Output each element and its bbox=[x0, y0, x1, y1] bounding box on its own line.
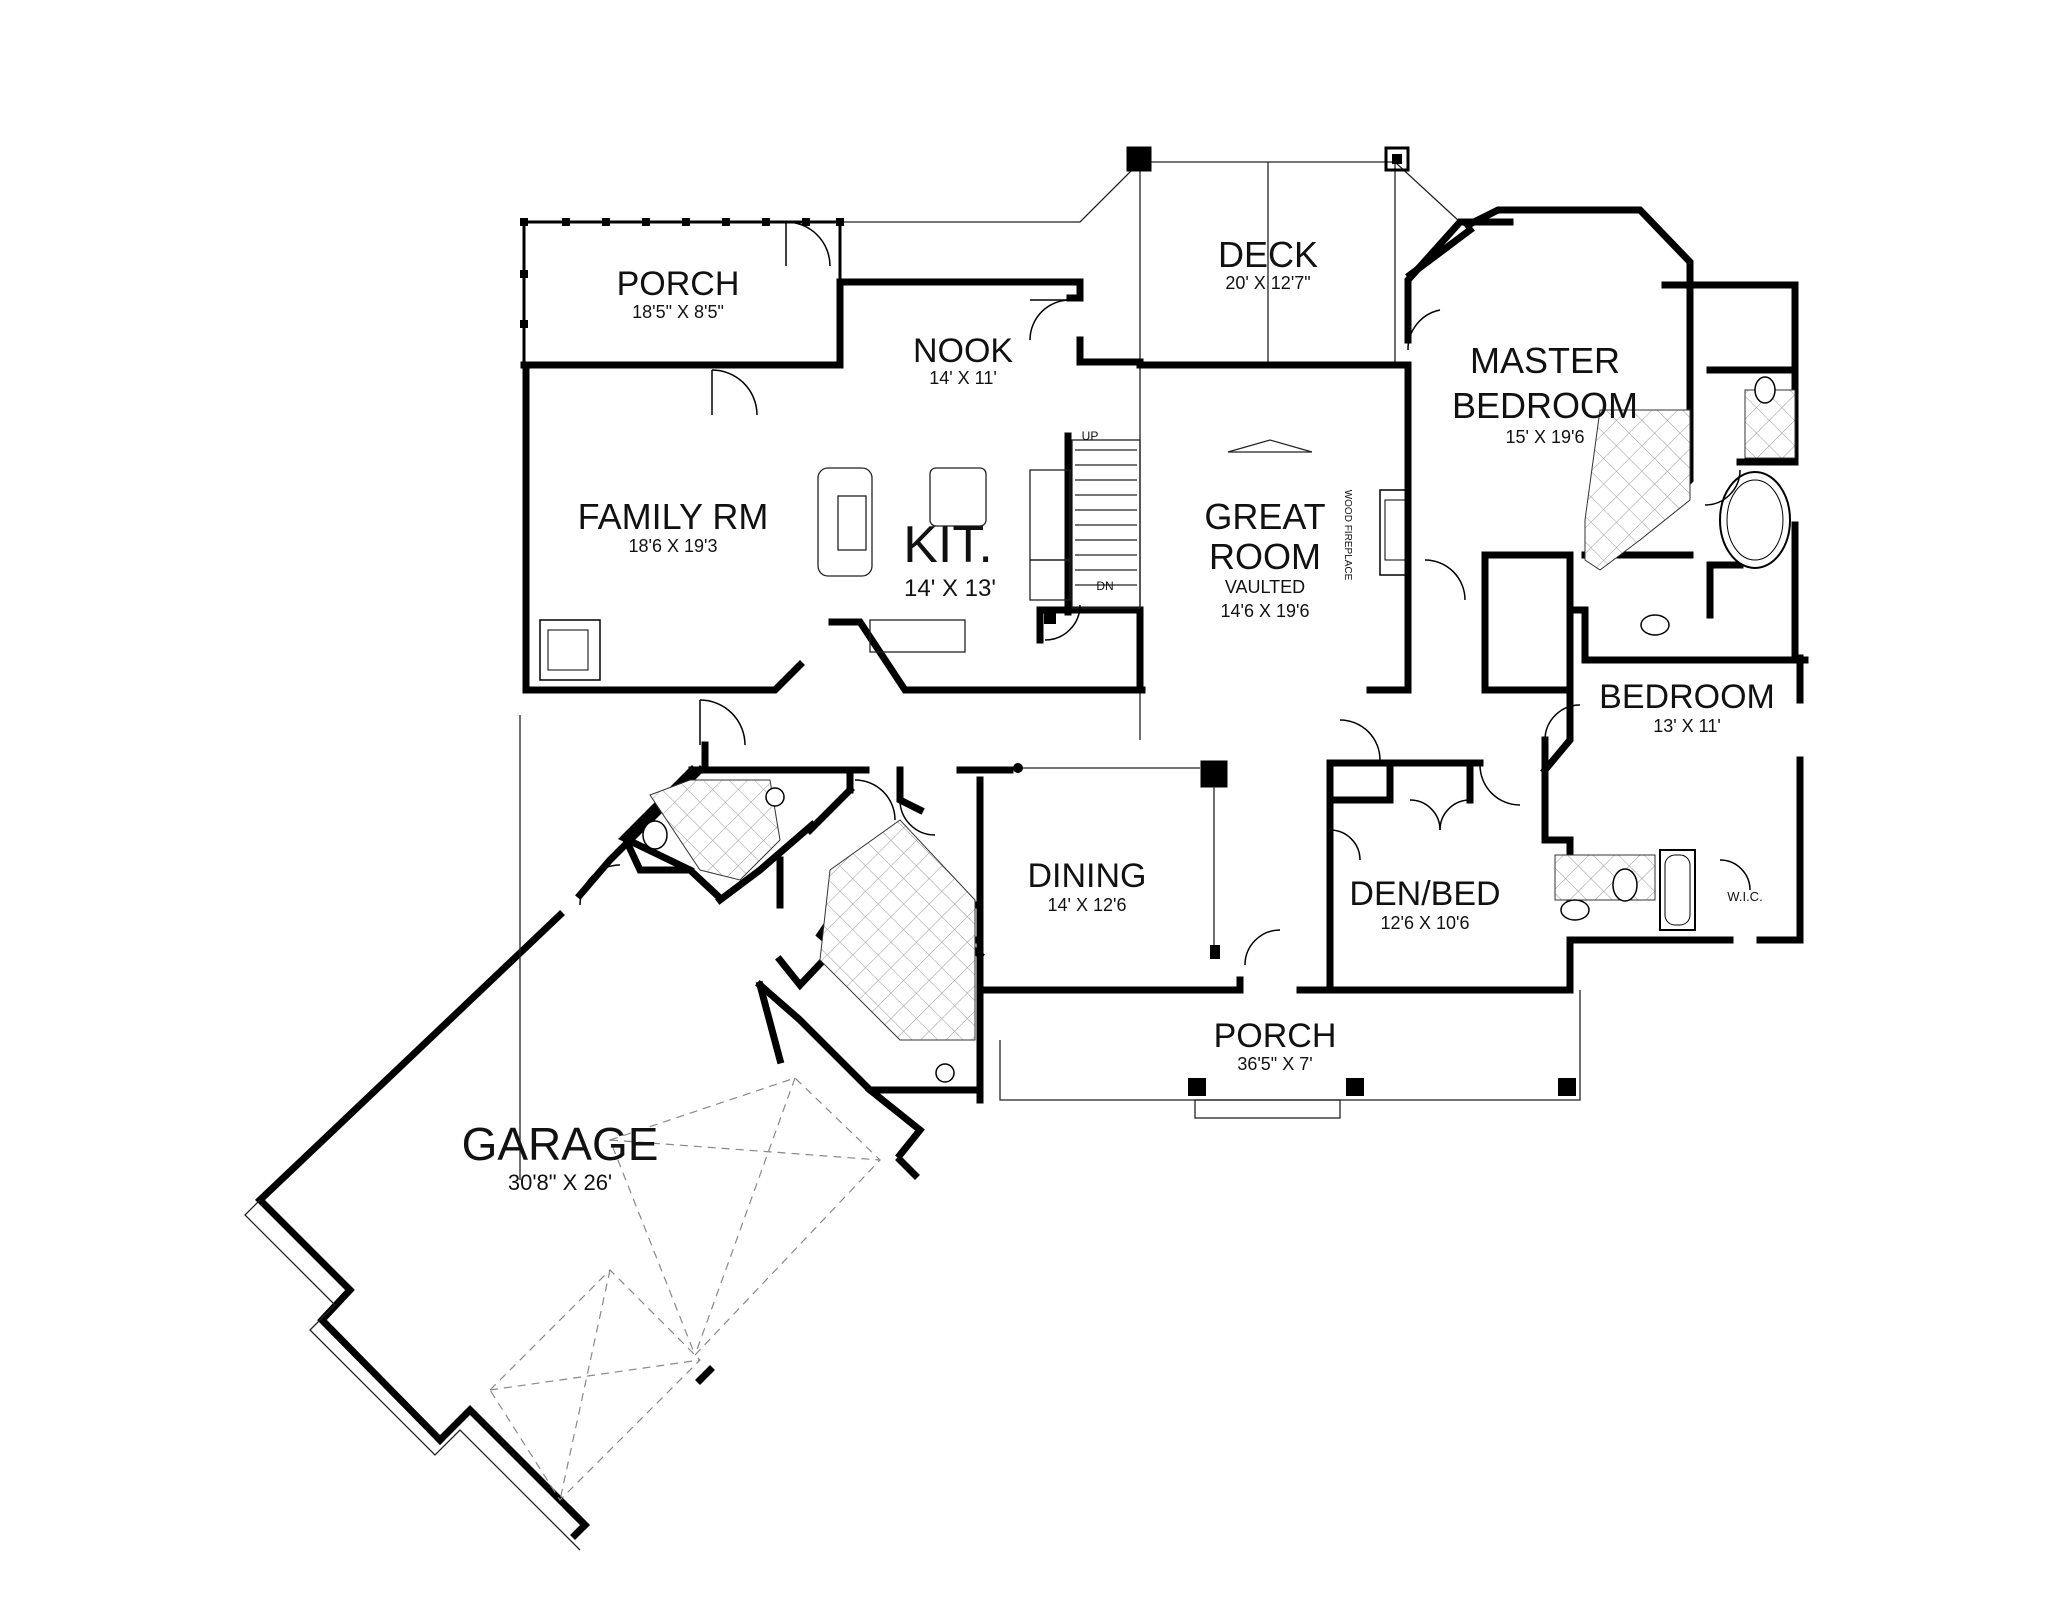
deck-outline bbox=[840, 146, 1471, 740]
nook-dim: 14' X 11' bbox=[929, 368, 997, 388]
front-porch bbox=[999, 990, 1581, 1119]
fireplace-label: WOOD FIREPLACE bbox=[1342, 490, 1353, 581]
garage-dim: 30'8" X 26' bbox=[508, 1170, 612, 1195]
porch-top-dim: 18'5" X 8'5" bbox=[632, 302, 724, 322]
kitchen-name: KIT. bbox=[903, 516, 993, 574]
bedroom-name: BEDROOM bbox=[1599, 678, 1775, 716]
great-name-1: GREAT bbox=[1204, 496, 1325, 537]
den-name: DEN/BED bbox=[1349, 875, 1500, 913]
great-name-2: ROOM bbox=[1209, 536, 1321, 577]
wic-name: W.I.C. bbox=[1727, 889, 1762, 904]
family-name: FAMILY RM bbox=[578, 496, 769, 537]
porch-top-name: PORCH bbox=[617, 265, 740, 303]
stair-up-label: UP bbox=[1082, 429, 1099, 443]
stair-dn-label: DN bbox=[1096, 579, 1113, 593]
bedroom-dim: 13' X 11' bbox=[1653, 716, 1721, 736]
dining-name: DINING bbox=[1028, 857, 1147, 895]
porch-front-name: PORCH bbox=[1214, 1017, 1337, 1055]
great-note: VAULTED bbox=[1225, 577, 1305, 597]
room-labels: PORCH 18'5" X 8'5" NOOK 14' X 11' DECK 2… bbox=[462, 234, 1775, 1195]
great-dim: 14'6 X 19'6 bbox=[1221, 601, 1310, 621]
nook-name: NOOK bbox=[913, 332, 1013, 370]
den-dim: 12'6 X 10'6 bbox=[1381, 913, 1470, 933]
garage-detail bbox=[244, 715, 881, 1551]
master-name-1: MASTER bbox=[1470, 340, 1620, 381]
family-dim: 18'6 X 19'3 bbox=[629, 536, 718, 556]
kitchen-fixtures: UP DN WOOD FIREPLACE bbox=[539, 429, 1411, 681]
kitchen-dim: 14' X 13' bbox=[904, 575, 996, 602]
garage-name: GARAGE bbox=[462, 1118, 659, 1170]
deck-name: DECK bbox=[1218, 234, 1318, 275]
master-name-2: BEDROOM bbox=[1452, 385, 1638, 426]
porch-front-dim: 36'5" X 7' bbox=[1237, 1054, 1312, 1074]
tiled-areas bbox=[642, 376, 1796, 1083]
porch-top-walls bbox=[520, 218, 844, 365]
dining-dim: 14' X 12'6 bbox=[1048, 895, 1127, 915]
deck-dim: 20' X 12'7" bbox=[1225, 273, 1310, 293]
master-dim: 15' X 19'6 bbox=[1506, 427, 1585, 447]
door-swings bbox=[579, 299, 1751, 966]
